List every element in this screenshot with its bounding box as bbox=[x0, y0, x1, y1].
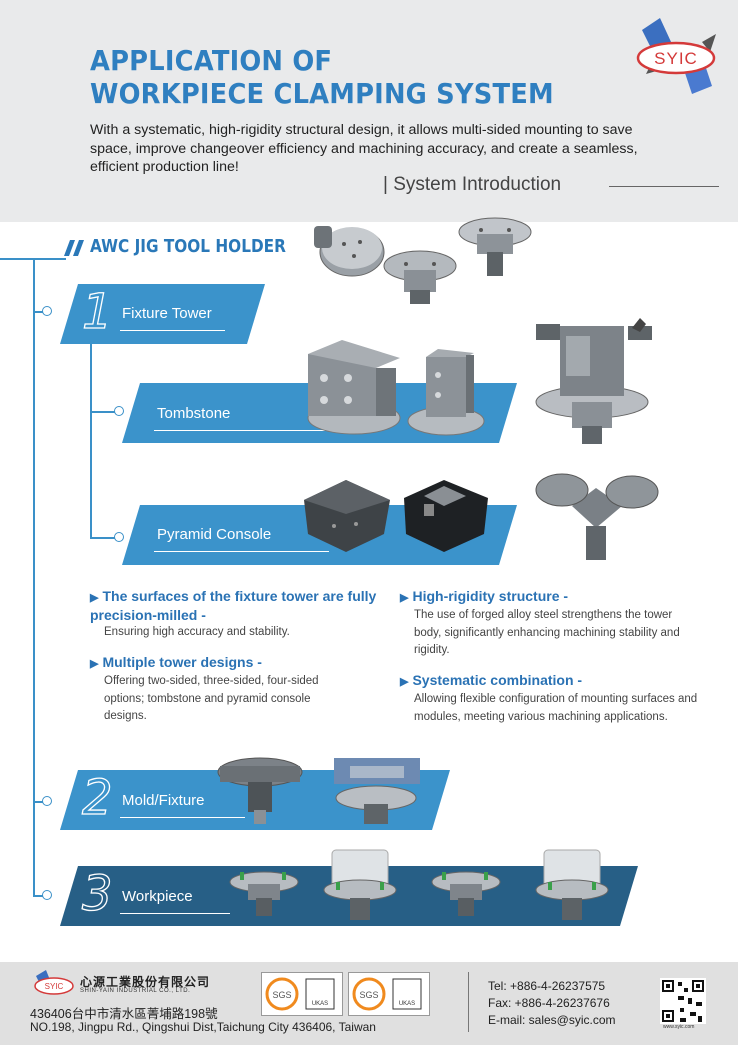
triangle-bullet-icon: ▶ bbox=[90, 658, 99, 670]
pyramid-console-right-illustration bbox=[535, 473, 659, 560]
band-label-workpiece: Workpiece bbox=[122, 888, 193, 905]
band-number-2: 2 bbox=[81, 769, 113, 826]
mold-fixture-illustration-1 bbox=[217, 757, 303, 824]
system-introduction-label: | System Introduction bbox=[383, 174, 562, 195]
feature-desc: Ensuring high accuracy and stability. bbox=[104, 626, 290, 638]
page-title-line1: APPLICATION OF bbox=[90, 44, 333, 77]
ukas-label: UKAS bbox=[312, 1001, 328, 1007]
sgs-label: SGS bbox=[359, 990, 378, 1000]
timeline-connector-tombstone bbox=[90, 411, 115, 413]
system-introduction-rule bbox=[609, 186, 719, 187]
timeline-node-3 bbox=[42, 890, 52, 900]
chuck-illustration-3 bbox=[458, 217, 532, 276]
workpiece-illustration-2 bbox=[323, 849, 397, 920]
triangle-bullet-icon: ▶ bbox=[400, 676, 409, 688]
pyramid-illustration-2 bbox=[404, 480, 488, 552]
timeline-connector-2 bbox=[33, 801, 43, 803]
feature-desc: Allowing flexible configuration of mount… bbox=[414, 693, 698, 723]
workpiece-illustration-4 bbox=[535, 849, 609, 920]
address-en: NO.198, Jingpu Rd., Qingshui Dist,Taichu… bbox=[30, 1020, 376, 1034]
band-underline-1 bbox=[120, 330, 225, 331]
feature-multiple-tower-designs: ▶Multiple tower designs - Offering two-s… bbox=[90, 654, 380, 726]
mold-fixture-illustration-2 bbox=[334, 758, 420, 824]
contact-tel: Tel: +886-4-26237575 bbox=[488, 979, 606, 993]
footer-divider bbox=[468, 972, 469, 1032]
feature-title: High-rigidity structure - bbox=[412, 588, 569, 604]
footer-logo-icon: SYIC bbox=[34, 970, 74, 995]
band-underline-3 bbox=[120, 913, 230, 914]
workpiece-illustration-1 bbox=[229, 871, 299, 916]
feature-precision-milled: ▶The surfaces of the fixture tower are f… bbox=[90, 588, 380, 642]
band-number-1: 1 bbox=[81, 283, 113, 340]
certification-badge-2: SGS UKAS bbox=[348, 972, 430, 1016]
contact-email[interactable]: E-mail: sales@syic.com bbox=[488, 1013, 616, 1027]
company-name-cn: 心源工業股份有限公司 bbox=[80, 975, 211, 989]
contact-fax: Fax: +886-4-26237676 bbox=[488, 996, 610, 1010]
pyramid-illustration-1 bbox=[304, 480, 390, 552]
timeline-branch-line bbox=[90, 343, 92, 539]
footer-logo-text: SYIC bbox=[45, 982, 64, 991]
timeline-connector-3 bbox=[33, 895, 43, 897]
workpiece-illustration-3 bbox=[431, 871, 501, 916]
logo-text: SYIC bbox=[654, 49, 698, 68]
section-title: AWC JIG TOOL HOLDER bbox=[90, 236, 286, 257]
band-fixture-tower bbox=[60, 284, 265, 344]
page-title-line2: WORKPIECE CLAMPING SYSTEM bbox=[90, 77, 554, 110]
band-underline-2 bbox=[120, 817, 245, 818]
tombstone-illustration-2 bbox=[407, 349, 485, 436]
feature-title: Multiple tower designs - bbox=[102, 654, 262, 670]
fixture-tower-illustration bbox=[535, 318, 652, 444]
qr-code-icon[interactable] bbox=[660, 978, 706, 1024]
timeline-node-2 bbox=[42, 796, 52, 806]
ukas-label: UKAS bbox=[399, 1001, 415, 1007]
band-underline-tombstone bbox=[154, 430, 329, 431]
band-label-mold-fixture: Mold/Fixture bbox=[122, 792, 205, 809]
page-title: APPLICATION OF WORKPIECE CLAMPING SYSTEM bbox=[90, 44, 554, 110]
syic-logo: SYIC bbox=[636, 18, 716, 94]
band-number-3: 3 bbox=[81, 865, 113, 922]
feature-desc: Offering two-sided, three-sided, four-si… bbox=[104, 675, 319, 722]
feature-title: Systematic combination - bbox=[412, 672, 583, 688]
timeline-connector-1 bbox=[33, 311, 43, 313]
feature-high-rigidity: ▶High-rigidity structure - The use of fo… bbox=[400, 588, 700, 660]
band-label-fixture-tower: Fixture Tower bbox=[122, 305, 212, 322]
header-background bbox=[0, 0, 738, 222]
sgs-label: SGS bbox=[272, 990, 291, 1000]
certification-badge-1: SGS UKAS bbox=[261, 972, 343, 1016]
timeline-node-1 bbox=[42, 306, 52, 316]
band-label-pyramid-console: Pyramid Console bbox=[157, 526, 272, 543]
triangle-bullet-icon: ▶ bbox=[400, 592, 409, 604]
chuck-illustration-1 bbox=[314, 226, 385, 277]
tombstone-illustration-1 bbox=[307, 340, 401, 435]
intro-text: With a systematic, high-rigidity structu… bbox=[90, 122, 638, 175]
feature-title: The surfaces of the fixture tower are fu… bbox=[90, 588, 377, 623]
section-slash-icon bbox=[64, 240, 84, 256]
triangle-bullet-icon: ▶ bbox=[90, 592, 99, 604]
band-underline-pyramid bbox=[154, 551, 329, 552]
feature-desc: The use of forged alloy steel strengthen… bbox=[414, 609, 680, 656]
feature-systematic-combination: ▶Systematic combination - Allowing flexi… bbox=[400, 672, 700, 726]
qr-url: www.syic.com bbox=[663, 1024, 695, 1030]
timeline-main-line bbox=[33, 258, 35, 895]
company-name-en: SHIN-YAIN INDUSTRIAL CO., LTD. bbox=[80, 988, 191, 994]
chuck-illustration-2 bbox=[383, 250, 457, 304]
address-cn: 436406台中市清水區菁埔路198號 bbox=[30, 1007, 218, 1021]
timeline-connector-pyramid bbox=[90, 537, 115, 539]
band-label-tombstone: Tombstone bbox=[157, 405, 231, 422]
